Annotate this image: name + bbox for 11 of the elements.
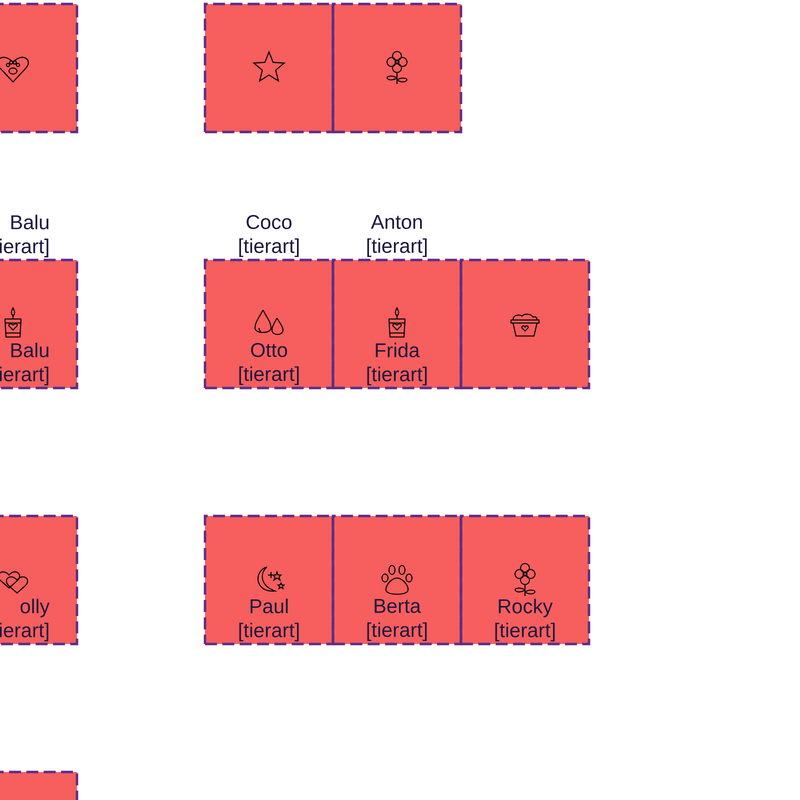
name-label: olly ierart] xyxy=(0,598,50,642)
name-label: Otto [tierart] xyxy=(239,342,299,386)
name-heading: Balu ierart] xyxy=(0,214,48,258)
card xyxy=(0,770,78,800)
name-heading: Anton [tierart] xyxy=(367,215,427,257)
name-label: Rocky [tierart] xyxy=(495,598,555,642)
name-label: Paul [tierart] xyxy=(239,598,299,642)
name-label: Berta [tierart] xyxy=(367,599,427,641)
name-label: Frida [tierart] xyxy=(367,342,427,386)
name-heading: Coco [tierart] xyxy=(239,214,299,258)
name-label: Balu ierart] xyxy=(0,342,48,386)
